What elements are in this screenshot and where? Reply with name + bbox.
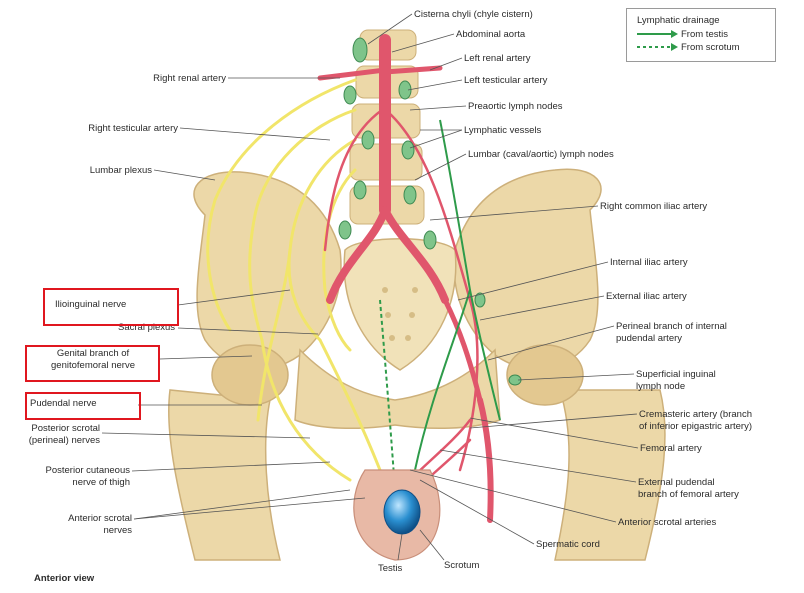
label-abdominal-aorta: Abdominal aorta	[456, 29, 525, 40]
label-cremasteric-1: Cremasteric artery (branch	[639, 409, 752, 420]
label-external-pudendal-1: External pudendal	[638, 477, 715, 488]
legend-item-scrotum: From scrotum	[681, 42, 740, 53]
left-acetabulum	[507, 345, 583, 405]
label-preaortic-lymph-nodes: Preaortic lymph nodes	[468, 101, 563, 112]
label-anterior-scrotal-nerves-1: Anterior scrotal	[68, 513, 132, 524]
label-cisterna-chyli: Cisterna chyli (chyle cistern)	[414, 9, 533, 20]
label-superficial-inguinal-1: Superficial inguinal	[636, 369, 716, 380]
view-label: Anterior view	[34, 573, 94, 584]
sacrum	[344, 239, 456, 370]
label-femoral-artery: Femoral artery	[640, 443, 702, 454]
label-lumbar-plexus: Lumbar plexus	[90, 165, 152, 176]
legend: Lymphatic drainage From testis From scro…	[626, 8, 776, 62]
label-posterior-scrotal-2: (perineal) nerves	[29, 435, 100, 446]
label-right-common-iliac-artery: Right common iliac artery	[600, 201, 707, 212]
highlight-box-genital-branch	[25, 345, 160, 382]
label-right-testicular-artery: Right testicular artery	[88, 123, 178, 134]
label-posterior-cutaneous-2: nerve of thigh	[72, 477, 130, 488]
label-testis: Testis	[378, 563, 402, 574]
label-cremasteric-2: of inferior epigastric artery)	[639, 421, 752, 432]
legend-swatches	[635, 29, 679, 53]
label-left-testicular-artery: Left testicular artery	[464, 75, 547, 86]
legend-title: Lymphatic drainage	[637, 15, 720, 26]
right-femur	[169, 390, 280, 560]
label-external-iliac-artery: External iliac artery	[606, 291, 687, 302]
highlight-box-pudendal	[25, 392, 141, 420]
label-perineal-branch-1: Perineal branch of internal	[616, 321, 727, 332]
label-external-pudendal-2: branch of femoral artery	[638, 489, 739, 500]
label-posterior-cutaneous-1: Posterior cutaneous	[46, 465, 131, 476]
label-anterior-scrotal-nerves-2: nerves	[103, 525, 132, 536]
label-internal-iliac-artery: Internal iliac artery	[610, 257, 688, 268]
testis-shape	[384, 490, 420, 534]
label-lumbar-lymph-nodes: Lumbar (caval/aortic) lymph nodes	[468, 149, 614, 160]
label-left-renal-artery: Left renal artery	[464, 53, 531, 64]
label-lymphatic-vessels: Lymphatic vessels	[464, 125, 541, 136]
legend-item-testis: From testis	[681, 29, 728, 40]
highlight-box-ilioinguinal	[43, 288, 179, 326]
label-superficial-inguinal-2: lymph node	[636, 381, 685, 392]
label-perineal-branch-2: pudendal artery	[616, 333, 682, 344]
label-right-renal-artery: Right renal artery	[153, 73, 226, 84]
label-anterior-scrotal-arteries: Anterior scrotal arteries	[618, 517, 716, 528]
label-scrotum: Scrotum	[444, 560, 479, 571]
label-spermatic-cord: Spermatic cord	[536, 539, 600, 550]
label-posterior-scrotal-1: Posterior scrotal	[31, 423, 100, 434]
